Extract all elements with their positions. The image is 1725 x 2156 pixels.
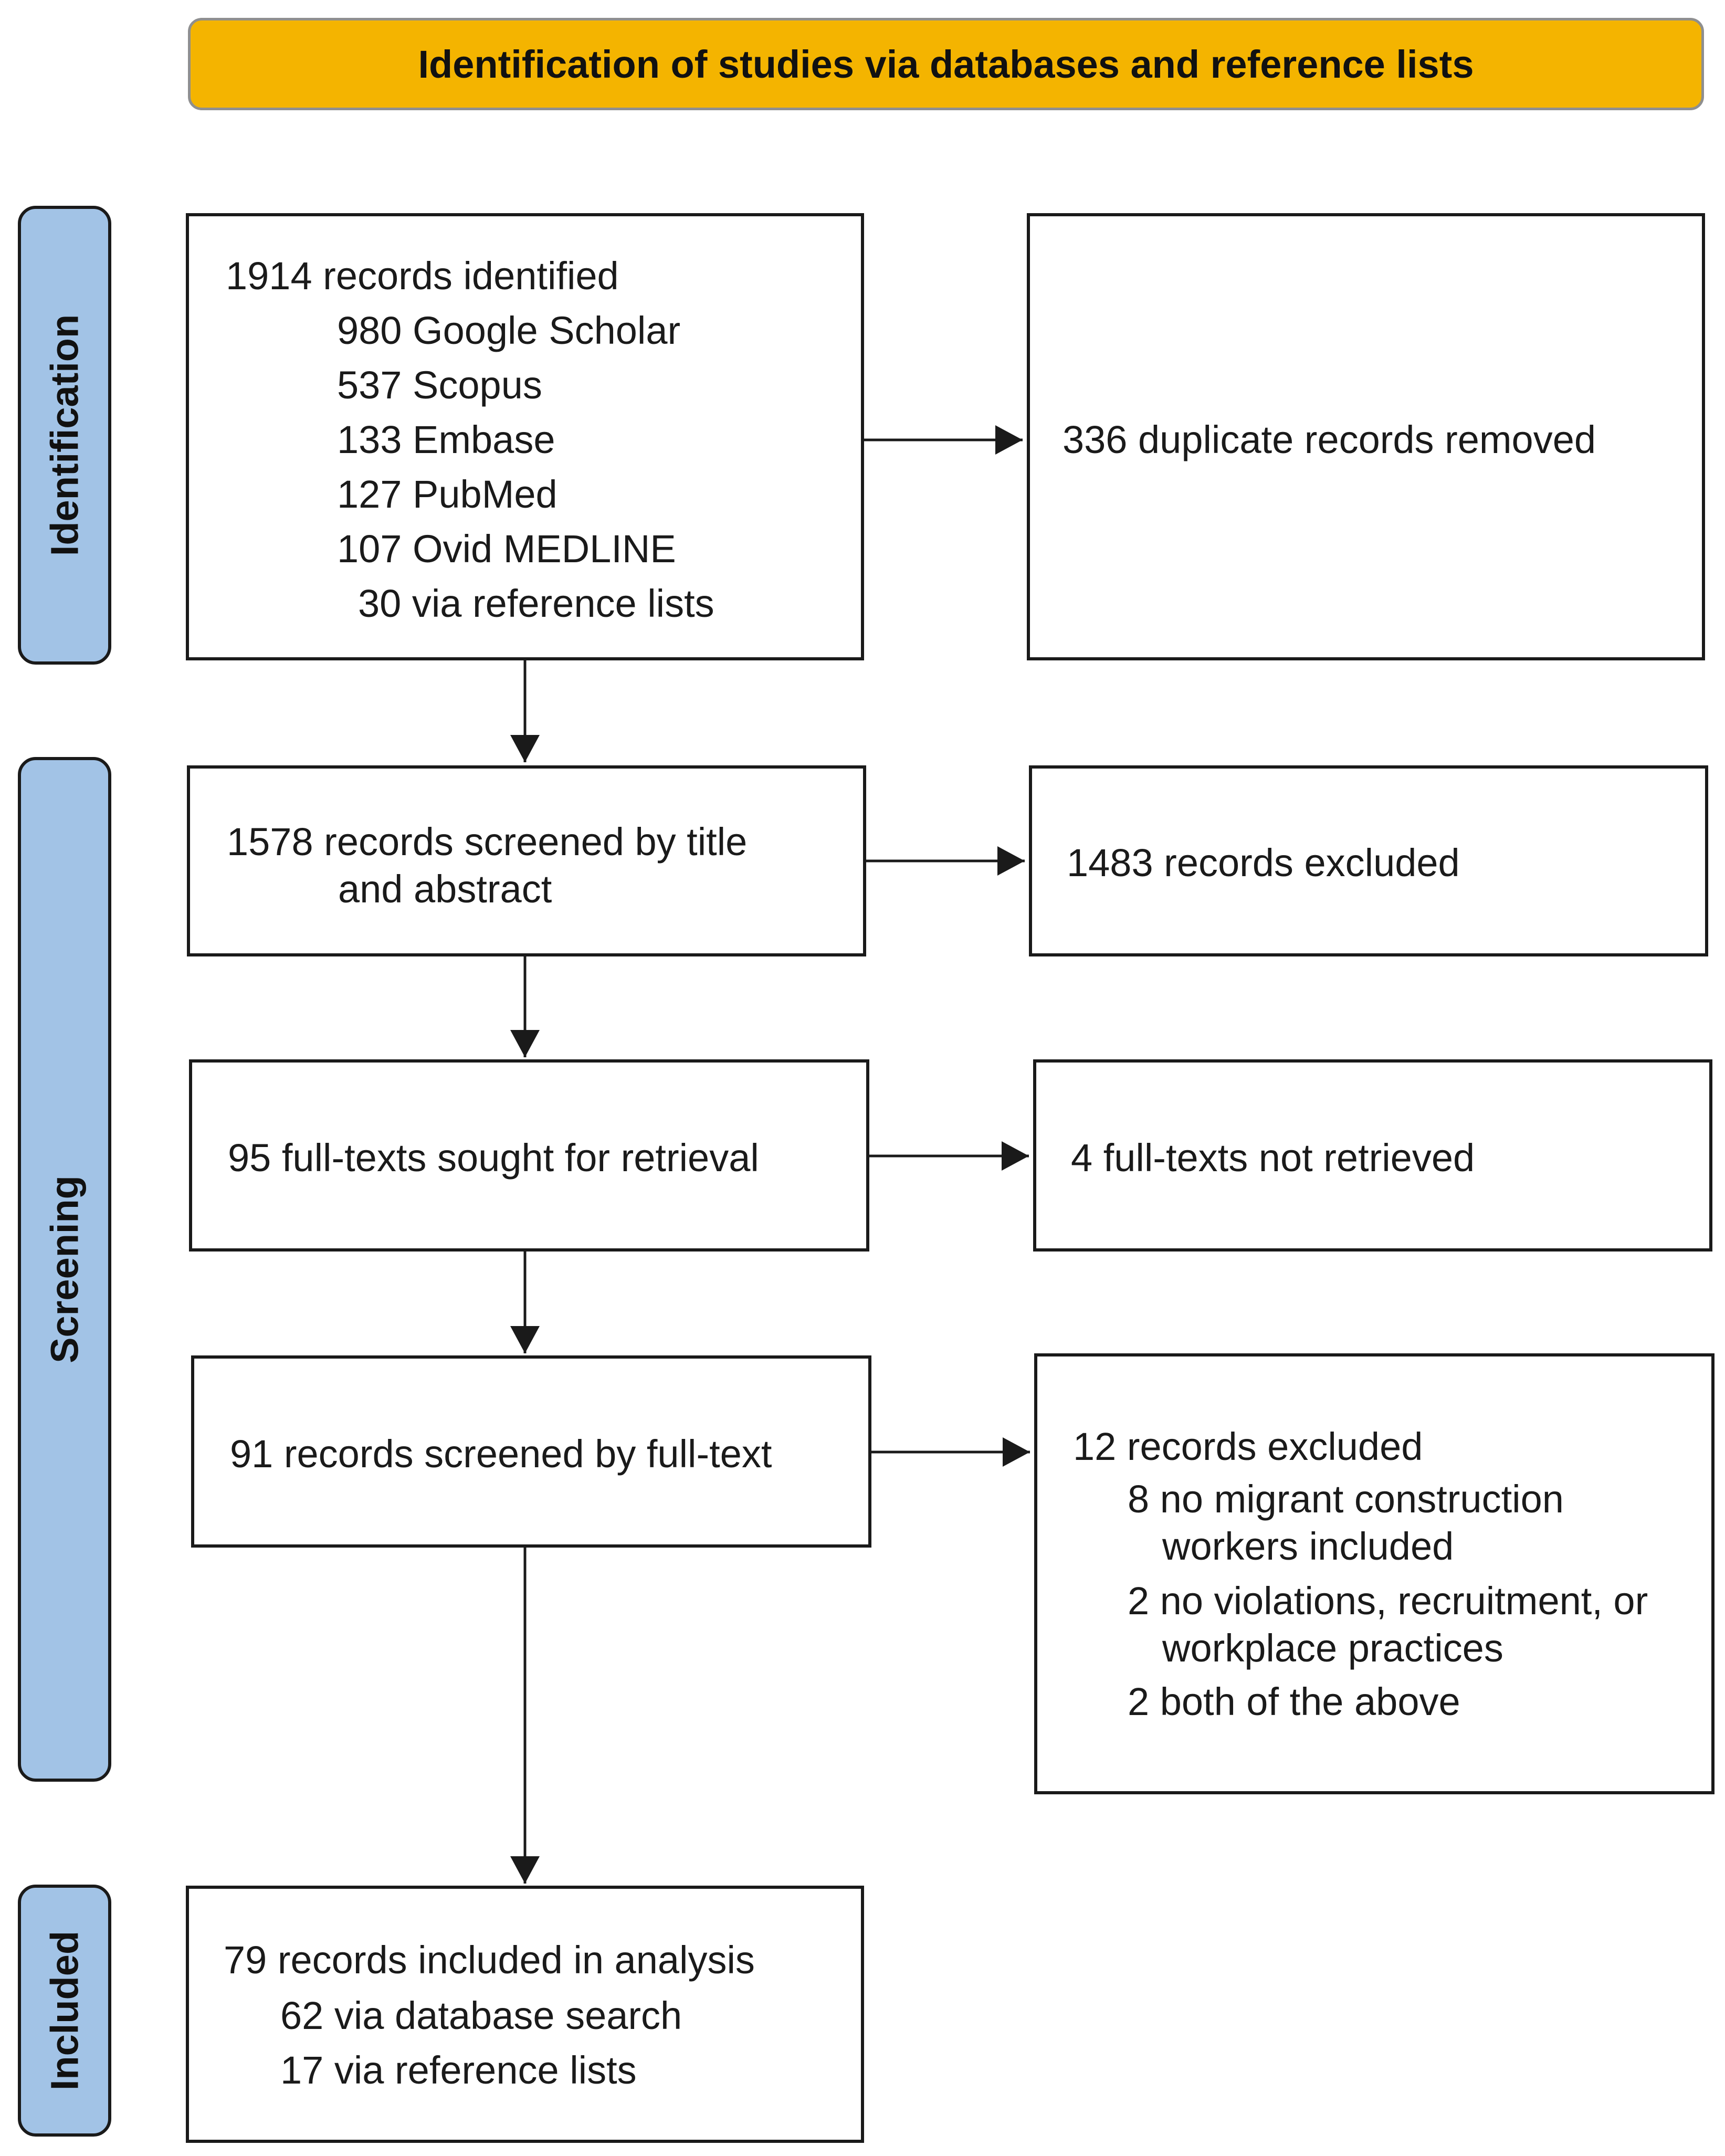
flow-header: Identification of studies via databases … bbox=[188, 18, 1704, 110]
phase-identification: Identification bbox=[18, 206, 111, 665]
source-ovid-medline: 107 Ovid MEDLINE bbox=[337, 527, 676, 571]
included-reference-lists: 17 via reference lists bbox=[280, 2048, 637, 2092]
phase-included: Included bbox=[18, 1885, 111, 2137]
box-duplicates-removed: 336 duplicate records removed bbox=[1027, 213, 1705, 660]
box-records-excluded-fulltext: 12 records excluded 8 no migrant constru… bbox=[1034, 1353, 1715, 1794]
arrowhead-fulltext-to-included bbox=[510, 1856, 540, 1884]
box-fulltexts-not-retrieved: 4 full-texts not retrieved bbox=[1033, 1059, 1712, 1251]
source-pubmed: 127 PubMed bbox=[337, 472, 558, 516]
phase-screening: Screening bbox=[18, 757, 111, 1782]
arrowhead-sought-to-not-retrieved bbox=[1002, 1141, 1029, 1171]
header-title: Identification of studies via databases … bbox=[418, 42, 1474, 86]
screened-title-line1: 1578 records screened by title bbox=[227, 820, 748, 864]
box-screened-title-abstract: 1578 records screened by title and abstr… bbox=[187, 765, 866, 956]
source-scopus: 537 Scopus bbox=[337, 363, 542, 407]
exclusion-reason-2-line2: workplace practices bbox=[1162, 1626, 1503, 1670]
screened-full-text: 91 records screened by full-text bbox=[230, 1432, 772, 1476]
excluded-title-text: 1483 records excluded bbox=[1067, 841, 1460, 885]
exclusion-reason-1-line2: workers included bbox=[1162, 1524, 1454, 1568]
box-fulltexts-sought: 95 full-texts sought for retrieval bbox=[189, 1059, 869, 1251]
included-database-search: 62 via database search bbox=[280, 1994, 682, 2037]
box-screened-fulltext: 91 records screened by full-text bbox=[191, 1355, 871, 1548]
included-total: 79 records included in analysis bbox=[224, 1938, 755, 1982]
identified-total: 1914 records identified bbox=[226, 254, 619, 298]
excluded-full-total: 12 records excluded bbox=[1073, 1425, 1423, 1468]
sought-text: 95 full-texts sought for retrieval bbox=[228, 1136, 759, 1180]
arrowhead-identified-to-duplicates bbox=[995, 425, 1023, 455]
exclusion-reason-1-line1: 8 no migrant construction bbox=[1128, 1477, 1564, 1521]
source-google-scholar: 980 Google Scholar bbox=[337, 309, 681, 352]
box-records-identified: 1914 records identified 980 Google Schol… bbox=[186, 213, 864, 660]
box-records-included: 79 records included in analysis 62 via d… bbox=[186, 1886, 864, 2143]
screened-title-line2: and abstract bbox=[338, 867, 552, 911]
source-reference-lists: 30 via reference lists bbox=[358, 582, 714, 625]
arrowhead-sought-to-fulltext bbox=[510, 1326, 540, 1353]
arrowhead-screened-to-excluded bbox=[997, 846, 1025, 876]
not-retrieved-text: 4 full-texts not retrieved bbox=[1071, 1136, 1475, 1180]
box-records-excluded-title: 1483 records excluded bbox=[1029, 765, 1708, 956]
duplicates-text: 336 duplicate records removed bbox=[1063, 418, 1596, 461]
exclusion-reason-2-line1: 2 no violations, recruitment, or bbox=[1128, 1579, 1648, 1623]
source-embase: 133 Embase bbox=[337, 418, 555, 461]
arrowhead-fulltext-to-excluded bbox=[1003, 1437, 1030, 1467]
arrowhead-screened-to-sought bbox=[510, 1030, 540, 1057]
arrowhead-identified-to-screened bbox=[510, 735, 540, 762]
exclusion-reason-3: 2 both of the above bbox=[1128, 1680, 1460, 1723]
